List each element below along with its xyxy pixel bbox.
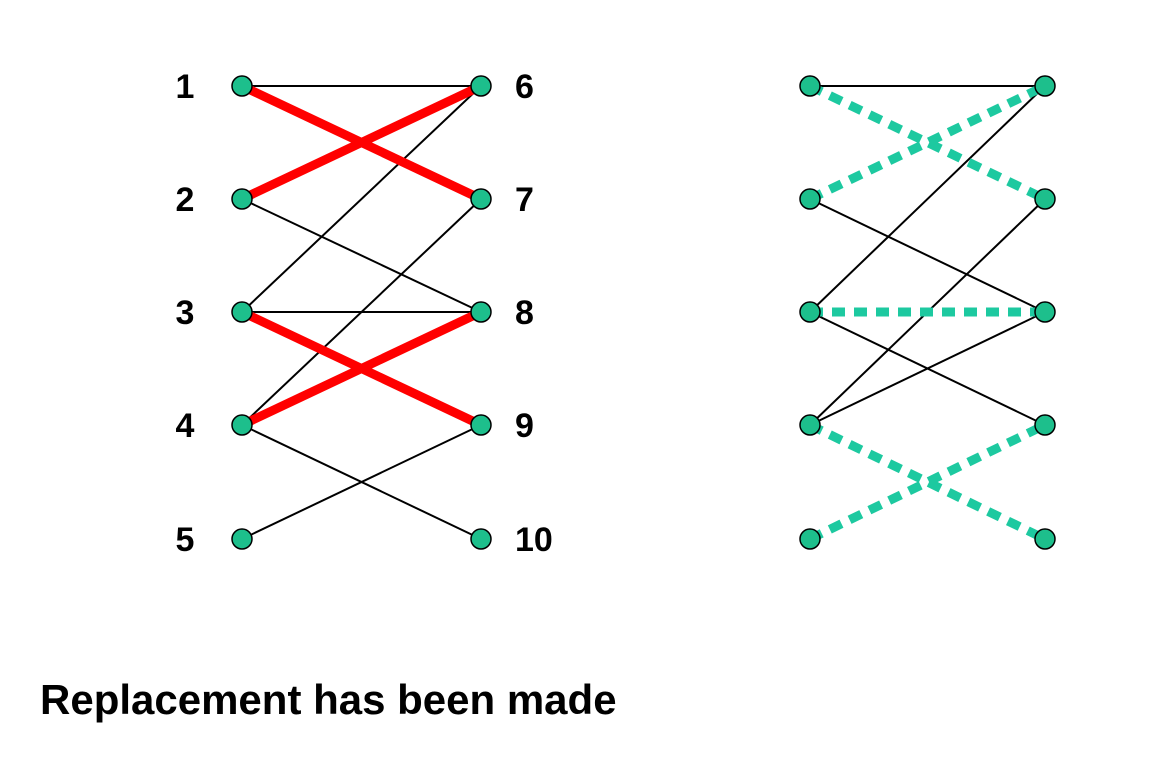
node-label-7: 7 <box>515 181 534 219</box>
node-label-3: 3 <box>176 294 195 332</box>
node-label-6: 6 <box>515 68 534 106</box>
node-label-2: 2 <box>176 181 195 219</box>
left-graph-nodes <box>231 75 492 550</box>
right-node-3 <box>799 301 821 323</box>
node-10 <box>470 528 492 550</box>
edge-3-6 <box>241 85 482 313</box>
node-7 <box>470 188 492 210</box>
right-graph-nodes <box>799 75 1056 550</box>
node-6 <box>470 75 492 97</box>
node-label-4: 4 <box>176 407 195 445</box>
node-9 <box>470 414 492 436</box>
right-node-2 <box>799 188 821 210</box>
right-node-8 <box>1034 301 1056 323</box>
node-label-9: 9 <box>515 407 534 445</box>
right-graph-edges <box>808 81 1047 544</box>
edge-5-9 <box>241 424 482 540</box>
node-1 <box>231 75 253 97</box>
matching-edge-2-6 <box>240 81 483 204</box>
right-node-9 <box>1034 414 1056 436</box>
right-graph <box>799 75 1056 550</box>
node-label-10: 10 <box>515 521 553 559</box>
left-graph-edges <box>240 81 483 540</box>
node-2 <box>231 188 253 210</box>
node-label-5: 5 <box>176 521 195 559</box>
right-edge-2-8 <box>809 198 1046 313</box>
edge-4-7 <box>241 198 482 426</box>
left-graph: 1 2 3 4 5 6 7 8 9 10 <box>176 68 553 559</box>
right-edge-4-8 <box>809 311 1046 426</box>
node-label-1: 1 <box>176 68 195 106</box>
node-5 <box>231 528 253 550</box>
node-3 <box>231 301 253 323</box>
right-node-7 <box>1034 188 1056 210</box>
node-8 <box>470 301 492 323</box>
node-label-8: 8 <box>515 294 534 332</box>
edge-2-8 <box>241 198 482 313</box>
node-4 <box>231 414 253 436</box>
right-edge-3-6 <box>809 85 1046 313</box>
left-graph-labels: 1 2 3 4 5 6 7 8 9 10 <box>176 68 553 559</box>
right-node-1 <box>799 75 821 97</box>
right-node-4 <box>799 414 821 436</box>
right-node-6 <box>1034 75 1056 97</box>
caption: Replacement has been made <box>40 676 617 723</box>
right-node-10 <box>1034 528 1056 550</box>
right-node-5 <box>799 528 821 550</box>
matching-edge-4-8 <box>240 307 483 430</box>
